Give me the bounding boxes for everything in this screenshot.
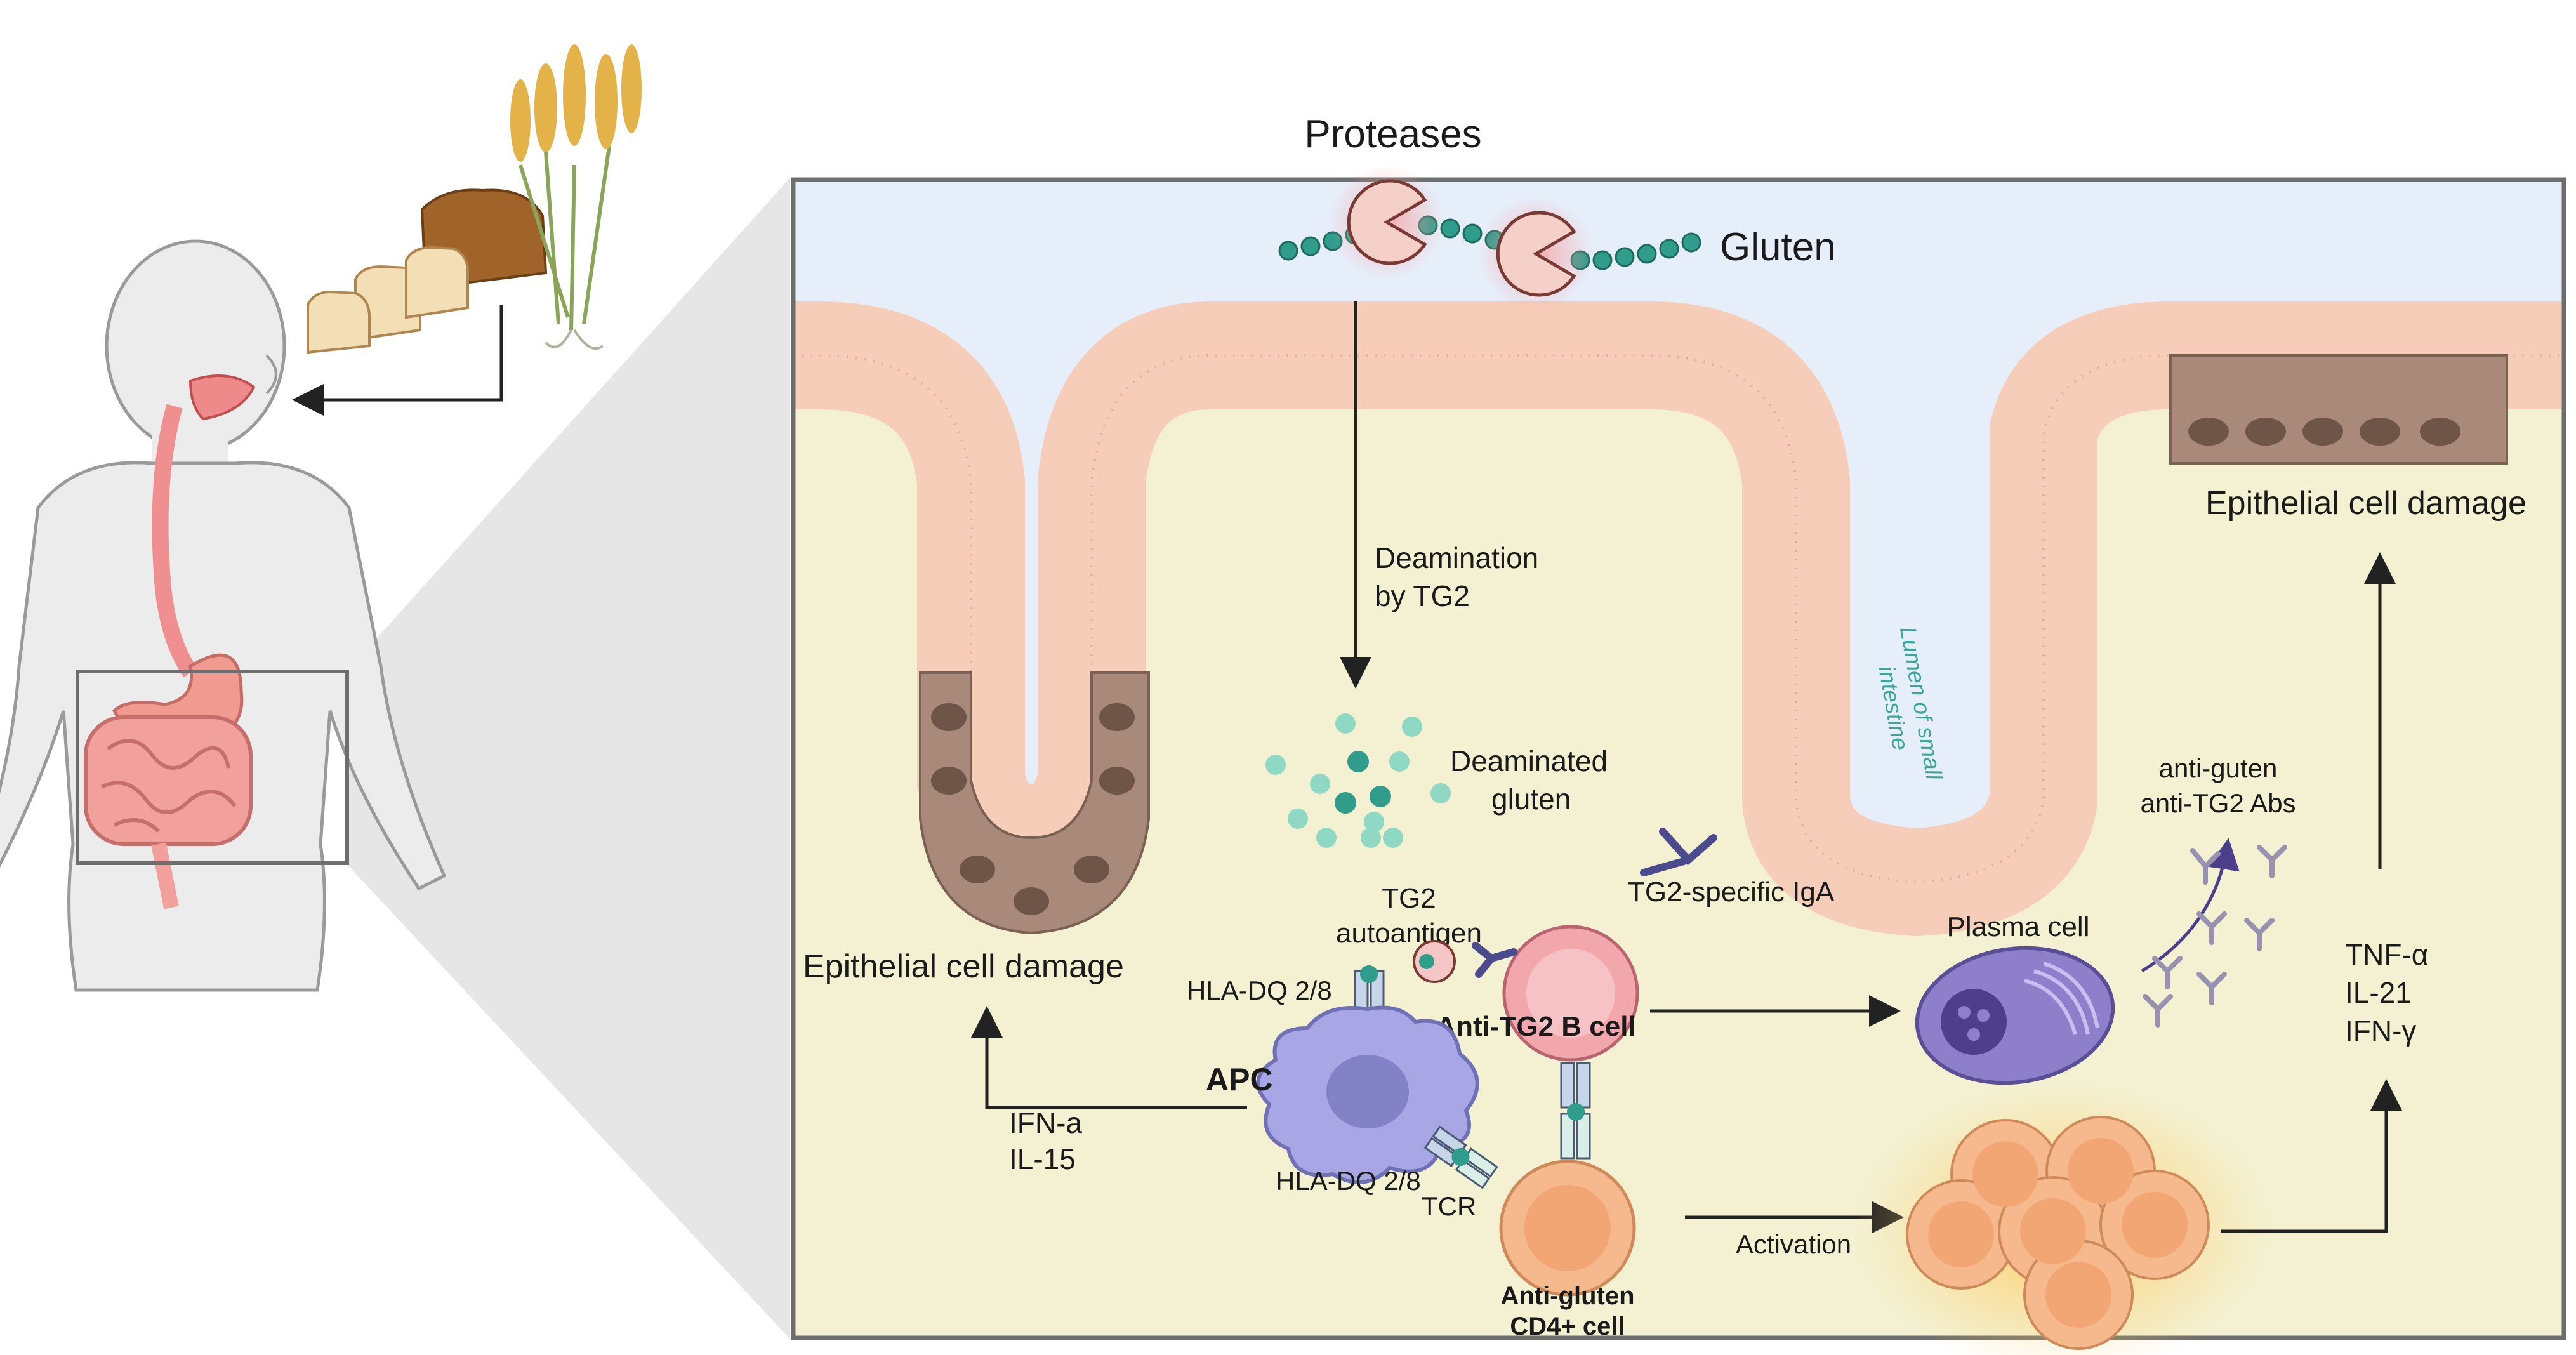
deamination-label-2: by TG2 — [1375, 579, 1470, 612]
anti-gluten-label-2: CD4+ cell — [1510, 1312, 1625, 1340]
tg2-iga-label: TG2-specific IgA — [1628, 876, 1835, 908]
anti-tg2-b-cell-label: Anti-TG2 B cell — [1436, 1011, 1635, 1042]
damaged-epithelium-right — [2169, 354, 2508, 465]
plasma-cell-label: Plasma cell — [1947, 911, 2090, 942]
intestine-zoom-box — [76, 670, 349, 865]
hla-dq-top-label: HLA-DQ 2/8 — [1187, 975, 1332, 1005]
zoom-wedge — [346, 178, 790, 1339]
activation-label: Activation — [1736, 1229, 1851, 1259]
protease-icon — [1496, 211, 1576, 297]
wheat-icon — [510, 44, 642, 350]
b-cell-receptor-icon — [1472, 942, 1517, 978]
intestinal-detail-panel — [791, 177, 2566, 1340]
mouth-icon — [188, 374, 256, 421]
igA-antibody-icon — [1640, 828, 1717, 876]
tg2-label-2: autoantigen — [1336, 918, 1482, 949]
tg2-label: TG2 — [1382, 883, 1436, 914]
apc-to-damage-arrow — [971, 1006, 1247, 1109]
il21-label: IL-21 — [2345, 976, 2412, 1009]
tnf-label: TNF-α — [2345, 938, 2428, 971]
human-body-figure — [0, 178, 790, 1339]
secreted-antibodies-icon — [2143, 845, 2287, 1028]
intestines-icon — [84, 715, 253, 909]
cluster-to-cytokines-arrow — [2221, 1079, 2402, 1233]
epithelial-damage-left-label: Epithelial cell damage — [803, 948, 1124, 985]
deaminated-gluten-particles — [1265, 713, 1451, 848]
protease-icon — [1347, 179, 1427, 265]
epithelial-damage-right-label: Epithelial cell damage — [2205, 485, 2526, 522]
panel-frame — [791, 177, 2566, 1340]
anti-gluten-label: Anti-gluten — [1500, 1282, 1634, 1310]
proteases-label: Proteases — [1304, 112, 1481, 156]
hla-tcr-complex-icon — [1423, 1125, 1498, 1189]
b-t-receptor-link-icon — [1560, 1062, 1591, 1160]
food-to-mouth-arrow — [292, 305, 503, 416]
hla-dq-bottom-label: HLA-DQ 2/8 — [1276, 1166, 1421, 1196]
ifn-a-label: IFN-a — [1009, 1106, 1082, 1139]
ifn-g-label: IFN-γ — [2345, 1014, 2416, 1047]
esophagus-icon — [152, 404, 197, 678]
deamination-label: Deamination — [1375, 541, 1538, 574]
tcr-label: TCR — [1422, 1191, 1476, 1221]
deaminated-gluten-label: Deaminated — [1450, 744, 1608, 777]
gluten-label: Gluten — [1720, 225, 1836, 269]
bread-icon — [307, 188, 548, 354]
head-icon — [105, 239, 286, 453]
apc-label: APC — [1206, 1062, 1273, 1097]
antibodies-label: anti-guten — [2159, 753, 2278, 783]
il15-label: IL-15 — [1009, 1142, 1076, 1175]
antibodies-label-2: anti-TG2 Abs — [2140, 788, 2295, 818]
deaminated-gluten-label-2: gluten — [1491, 783, 1571, 816]
